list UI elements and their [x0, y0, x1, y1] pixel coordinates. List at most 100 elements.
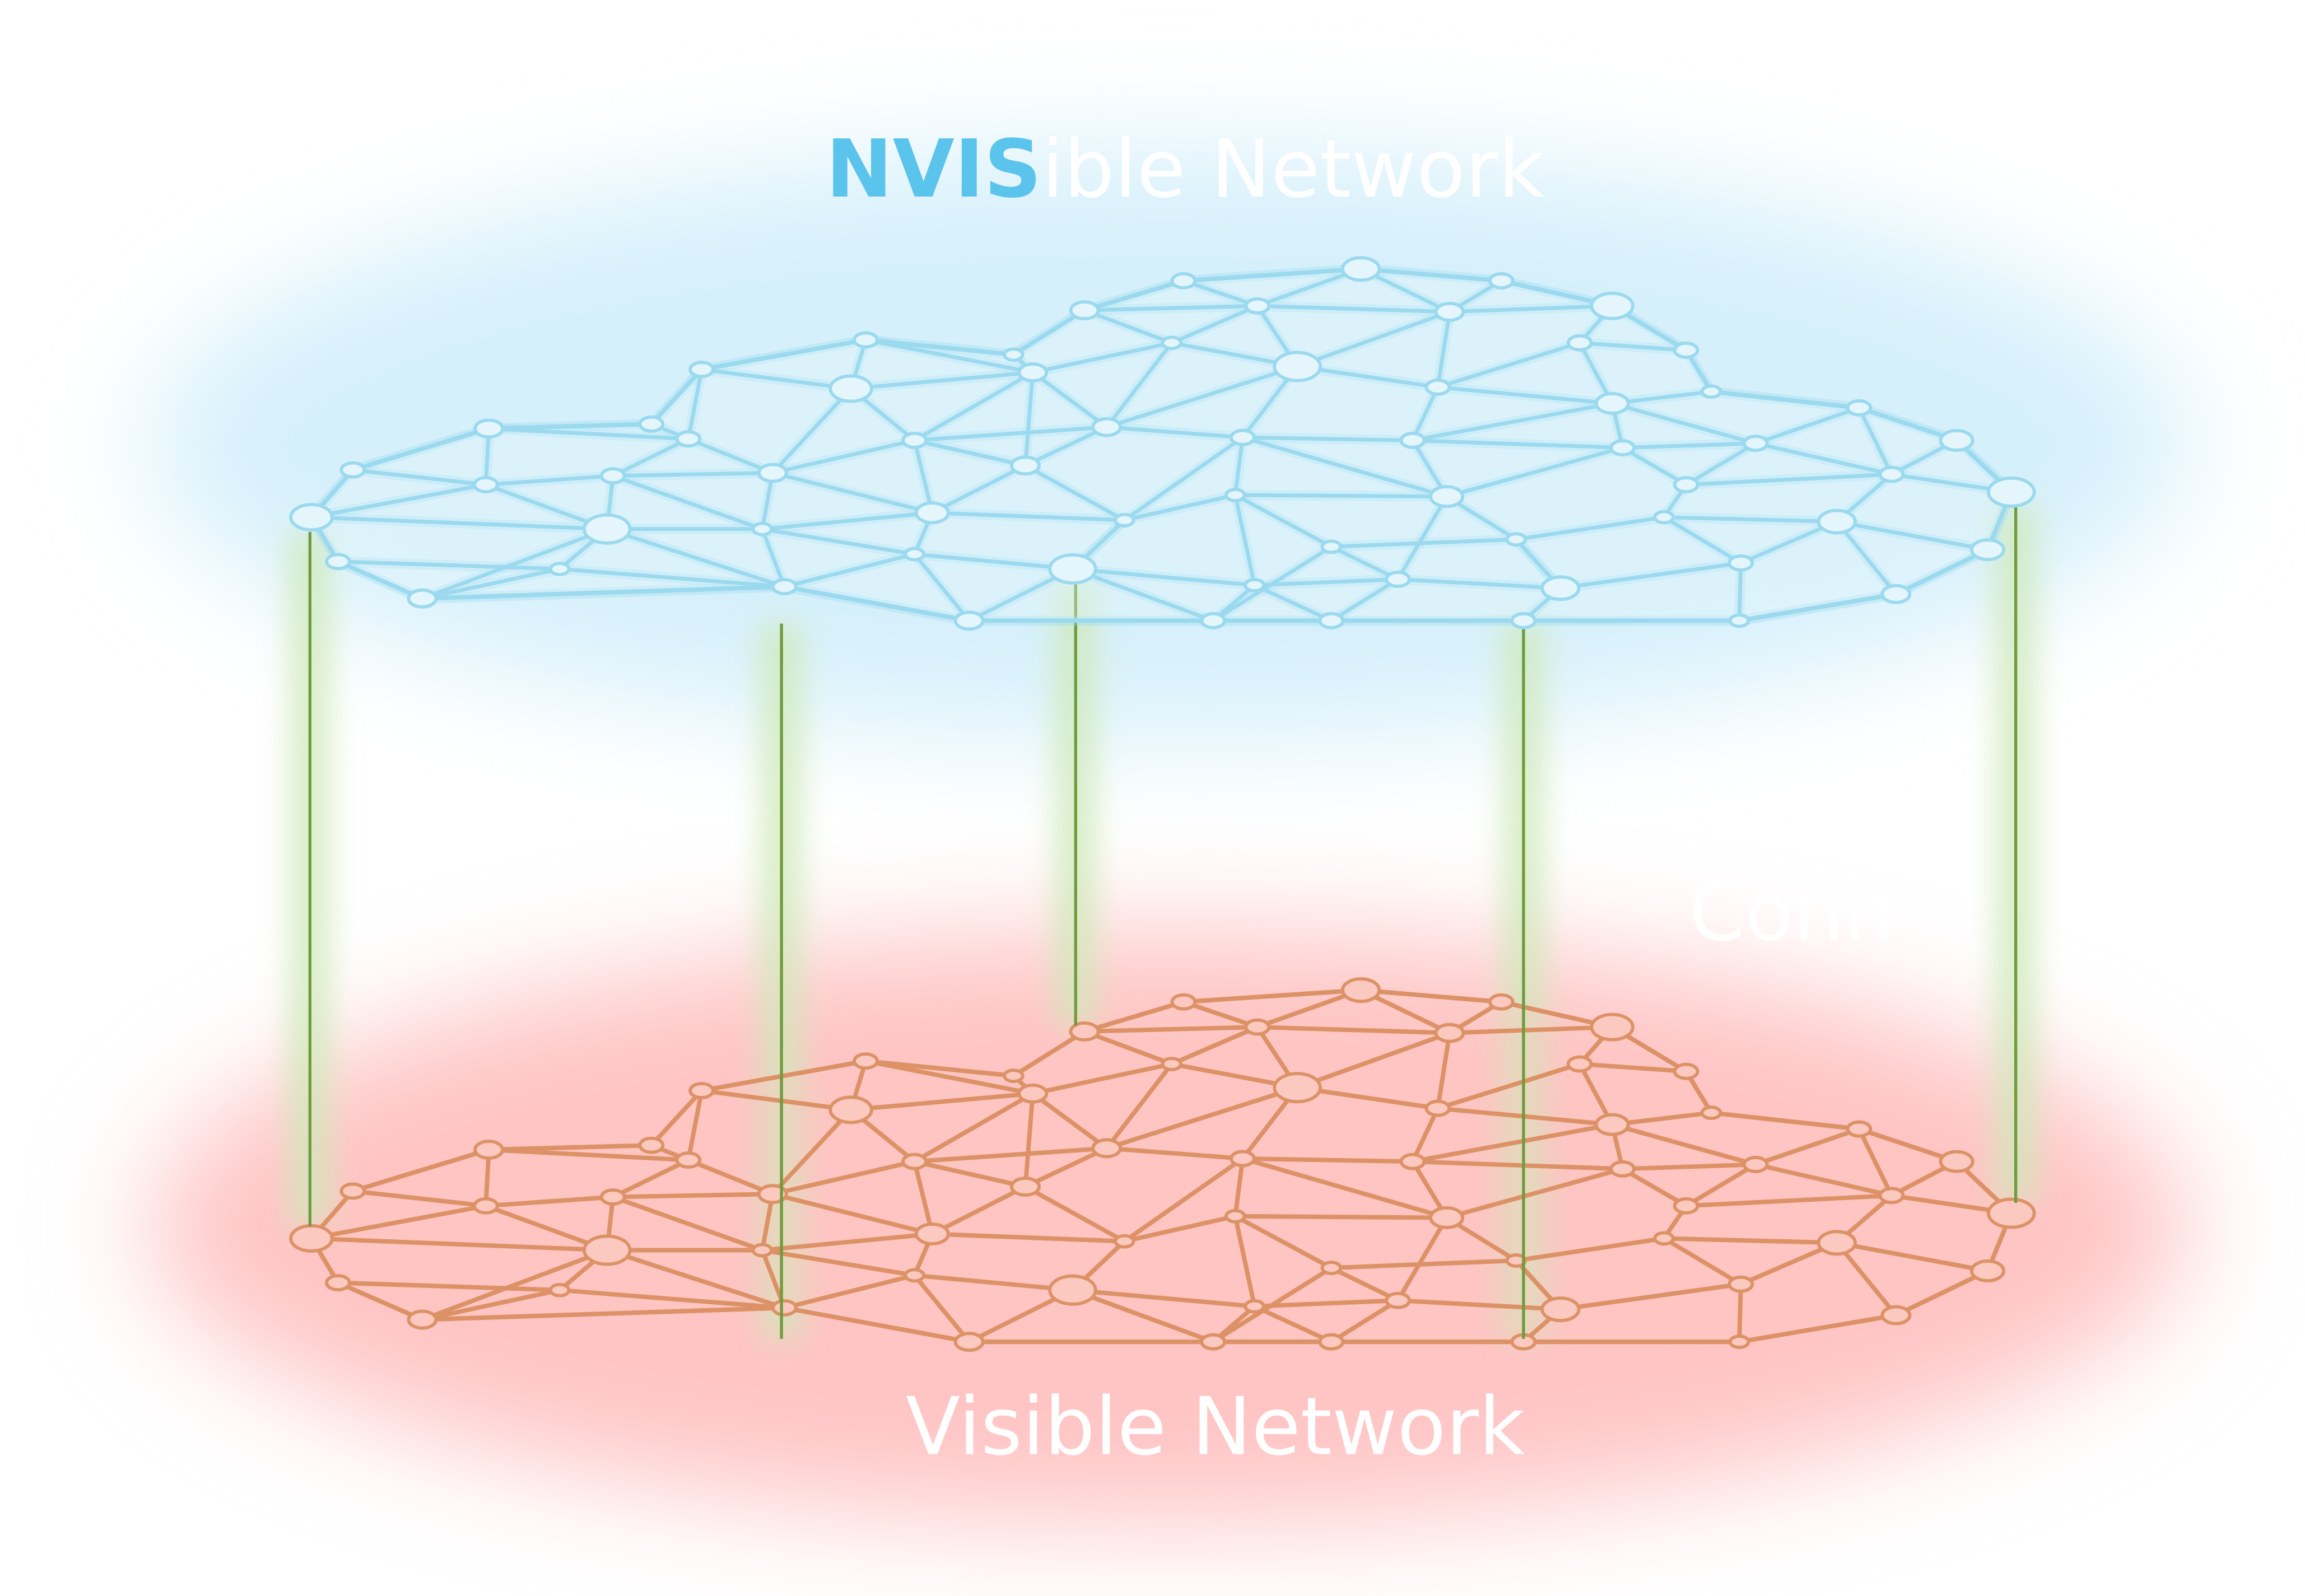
mesh-edge	[1252, 1304, 1334, 1345]
mesh-edge	[351, 426, 491, 472]
mesh-edge	[1436, 340, 1582, 389]
mesh-edge	[770, 386, 853, 475]
mesh-node	[1273, 351, 1322, 382]
mesh-edge	[420, 567, 562, 601]
mesh-node	[1224, 488, 1246, 502]
mesh-edge	[1834, 1240, 1898, 1318]
mesh-edge	[1181, 267, 1363, 283]
mesh-edge	[1395, 1298, 1563, 1312]
mesh-node	[638, 1136, 665, 1154]
mesh-edge	[1104, 1146, 1245, 1161]
mesh-edge	[1295, 310, 1452, 368]
mesh-edge	[1252, 583, 1334, 623]
mesh-edge	[1329, 1258, 1519, 1271]
mesh-edge	[1620, 1166, 1689, 1208]
mesh-node	[1003, 1068, 1025, 1084]
mesh-edge	[1233, 1214, 1449, 1220]
mesh-edge	[770, 1159, 917, 1197]
mesh-edge	[1834, 1240, 1990, 1273]
mesh-node	[757, 463, 788, 483]
mesh-node	[1424, 1099, 1451, 1117]
mesh-edge	[1737, 561, 1743, 623]
mesh-node	[1017, 1083, 1049, 1104]
invisible-network-title: NVISible Network	[826, 123, 1544, 216]
mesh-node	[1069, 300, 1100, 321]
mesh-node	[1091, 417, 1123, 437]
mesh-edge	[420, 1287, 562, 1322]
mesh-node	[1399, 1152, 1426, 1170]
mesh-edge	[1558, 561, 1743, 590]
mesh-node	[1230, 1150, 1256, 1168]
mesh-node	[1727, 1275, 1754, 1293]
mesh-edge	[649, 367, 704, 426]
mesh-edge	[1709, 1110, 1861, 1132]
mesh-node	[901, 431, 928, 449]
mesh-edge	[699, 1088, 854, 1112]
mesh-edge	[1410, 385, 1440, 442]
mesh-node	[1048, 553, 1097, 585]
mesh-node	[407, 1309, 438, 1330]
mesh-edge	[1410, 1159, 1625, 1172]
mesh-edge	[1737, 592, 1898, 623]
mesh-node	[1200, 612, 1227, 629]
mesh-node	[1318, 1333, 1345, 1351]
mesh-edge	[1240, 1156, 1415, 1164]
mesh-edge	[1737, 1313, 1898, 1345]
mesh-edge	[604, 1248, 787, 1310]
mesh-node	[688, 1082, 715, 1099]
mesh-node	[1742, 435, 1769, 452]
mesh-edge	[350, 1147, 491, 1193]
mesh-edge	[1030, 1091, 1109, 1151]
mesh-node	[1986, 1197, 2036, 1229]
mesh-edge	[1070, 1287, 1257, 1309]
mesh-node	[1700, 384, 1722, 399]
mesh-node	[1878, 1187, 1905, 1205]
mesh-edge	[1395, 1215, 1449, 1303]
mesh-node	[1244, 297, 1271, 315]
mesh-edge	[1620, 1162, 1758, 1172]
mesh-node	[1385, 1291, 1411, 1309]
mesh-edge	[420, 1305, 787, 1322]
mesh-edge	[1030, 1062, 1174, 1096]
mesh-node	[1091, 1138, 1123, 1159]
mesh-node	[339, 1182, 366, 1200]
mesh-node	[1069, 1021, 1100, 1042]
mesh-edge	[760, 1231, 935, 1253]
mesh-edge	[309, 515, 609, 531]
mesh-node	[1590, 291, 1635, 320]
mesh-node	[1010, 455, 1041, 476]
mesh-edge	[1241, 435, 1449, 499]
mesh-node	[638, 415, 665, 433]
mesh-node	[1320, 1261, 1343, 1276]
mesh-node	[1653, 1231, 1675, 1246]
mesh-node	[953, 610, 985, 631]
mesh-edge	[770, 471, 934, 515]
mesh-edge	[1410, 401, 1614, 442]
mesh-edge	[1329, 1298, 1400, 1345]
mesh-edge	[1255, 1025, 1452, 1035]
mesh-node	[1320, 539, 1343, 554]
mesh-edge	[912, 438, 1027, 468]
mesh-edge	[309, 1236, 609, 1253]
mesh-edge	[912, 425, 1109, 442]
mesh-node	[1273, 1072, 1322, 1104]
mesh-node	[1170, 272, 1197, 290]
mesh-edge	[1435, 1062, 1582, 1111]
mesh-node	[1318, 612, 1345, 629]
mesh-edge	[1023, 425, 1109, 468]
mesh-node	[1880, 1305, 1912, 1326]
mesh-edge	[1241, 435, 1415, 442]
mesh-edge	[782, 1305, 972, 1345]
mesh-edge	[1329, 577, 1400, 623]
mesh-node	[289, 503, 334, 532]
mesh-node	[675, 430, 702, 448]
mesh-edge	[309, 1203, 488, 1241]
mesh-edge	[1233, 493, 1449, 499]
mesh-node	[1673, 476, 1699, 493]
mesh-edge	[782, 1273, 917, 1310]
mesh-edge	[760, 527, 786, 589]
mesh-edge	[420, 527, 609, 601]
mesh-node	[1429, 485, 1465, 508]
mesh-node	[914, 501, 950, 525]
mesh-edge	[1105, 340, 1174, 430]
